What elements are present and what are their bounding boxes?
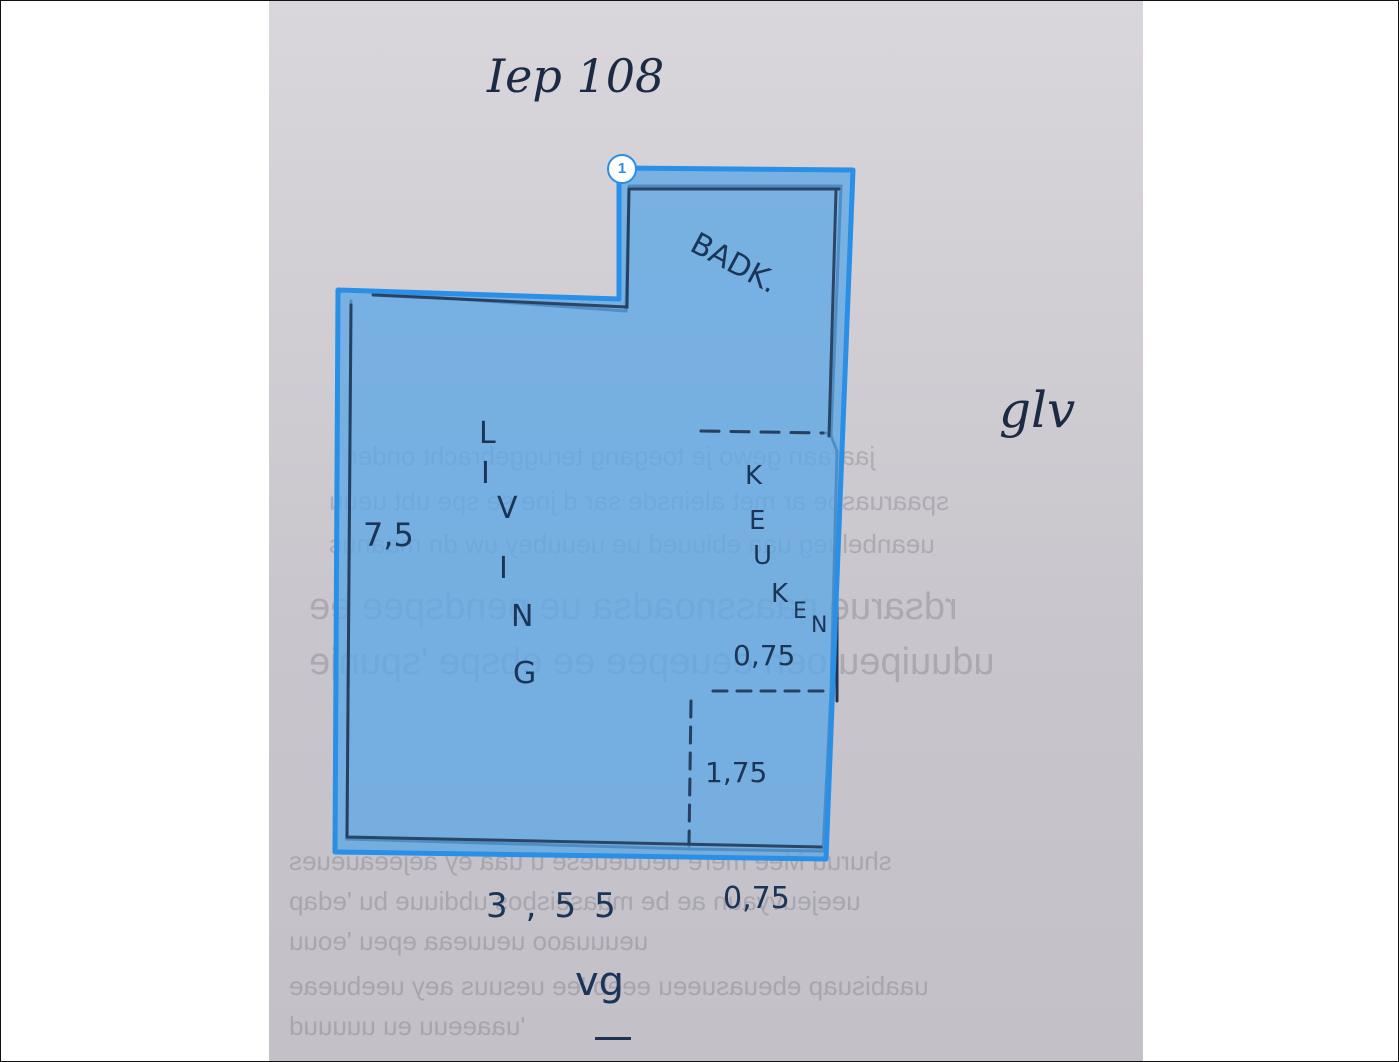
annotation-region-1[interactable] [332,165,856,862]
room-label-kitchen-letter: E [793,599,807,624]
bottom-mark: vg [575,959,625,1005]
handwritten-side-note: glv [999,381,1076,439]
room-label-living-letter: L [479,416,496,451]
living-dimension: 7,5 [363,516,414,554]
room-label-kitchen-letter: E [749,506,766,536]
bottom-dimension-right: 0,75 [723,881,790,916]
room-label-living-letter: G [513,656,537,691]
handwritten-title: Iep 108 [487,49,665,103]
room-label-kitchen-letter: U [753,541,773,571]
plan-inner-lines [345,187,841,849]
room-label-kitchen-letter: K [771,579,789,609]
room-label-kitchen-letter: N [811,613,828,638]
bottom-dimension-left: 3,55 [486,886,634,926]
kitchen-dimension: 0,75 [733,639,796,672]
region-number-badge[interactable]: 1 [607,154,637,184]
bottom-mark-underline [595,1037,631,1040]
room-label-living-letter: V [497,491,518,526]
room-label-living-letter: I [481,456,490,491]
small-room-dimension: 1,75 [705,756,768,789]
room-label-living-letter: N [511,599,534,634]
room-label-living-letter: I [499,551,508,586]
room-label-kitchen-letter: K [745,461,763,491]
